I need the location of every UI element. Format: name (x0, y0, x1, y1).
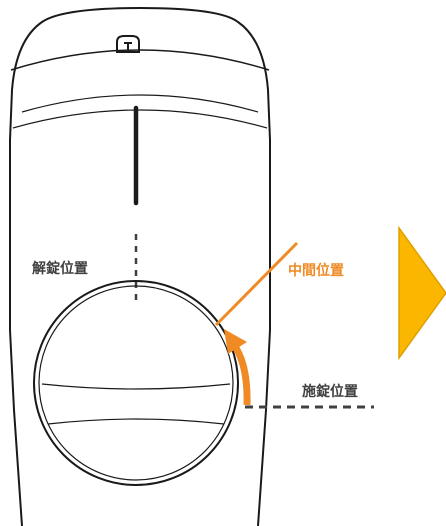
lock-body-outline (9, 6, 271, 526)
rotation-arrow-icon (224, 329, 251, 406)
middle-position-line (214, 241, 299, 327)
upper-contour-inner-2 (12, 109, 268, 129)
next-step-arrow-icon (398, 225, 446, 361)
middle-position-label: 中間位置 (288, 262, 344, 279)
unlocked-position-label: 解錠位置 (32, 260, 88, 277)
thumb-turn-knob (33, 280, 239, 486)
locked-position-label: 施錠位置 (302, 383, 358, 400)
lock-icon (116, 35, 140, 53)
upper-contour-inner-1 (21, 94, 259, 113)
